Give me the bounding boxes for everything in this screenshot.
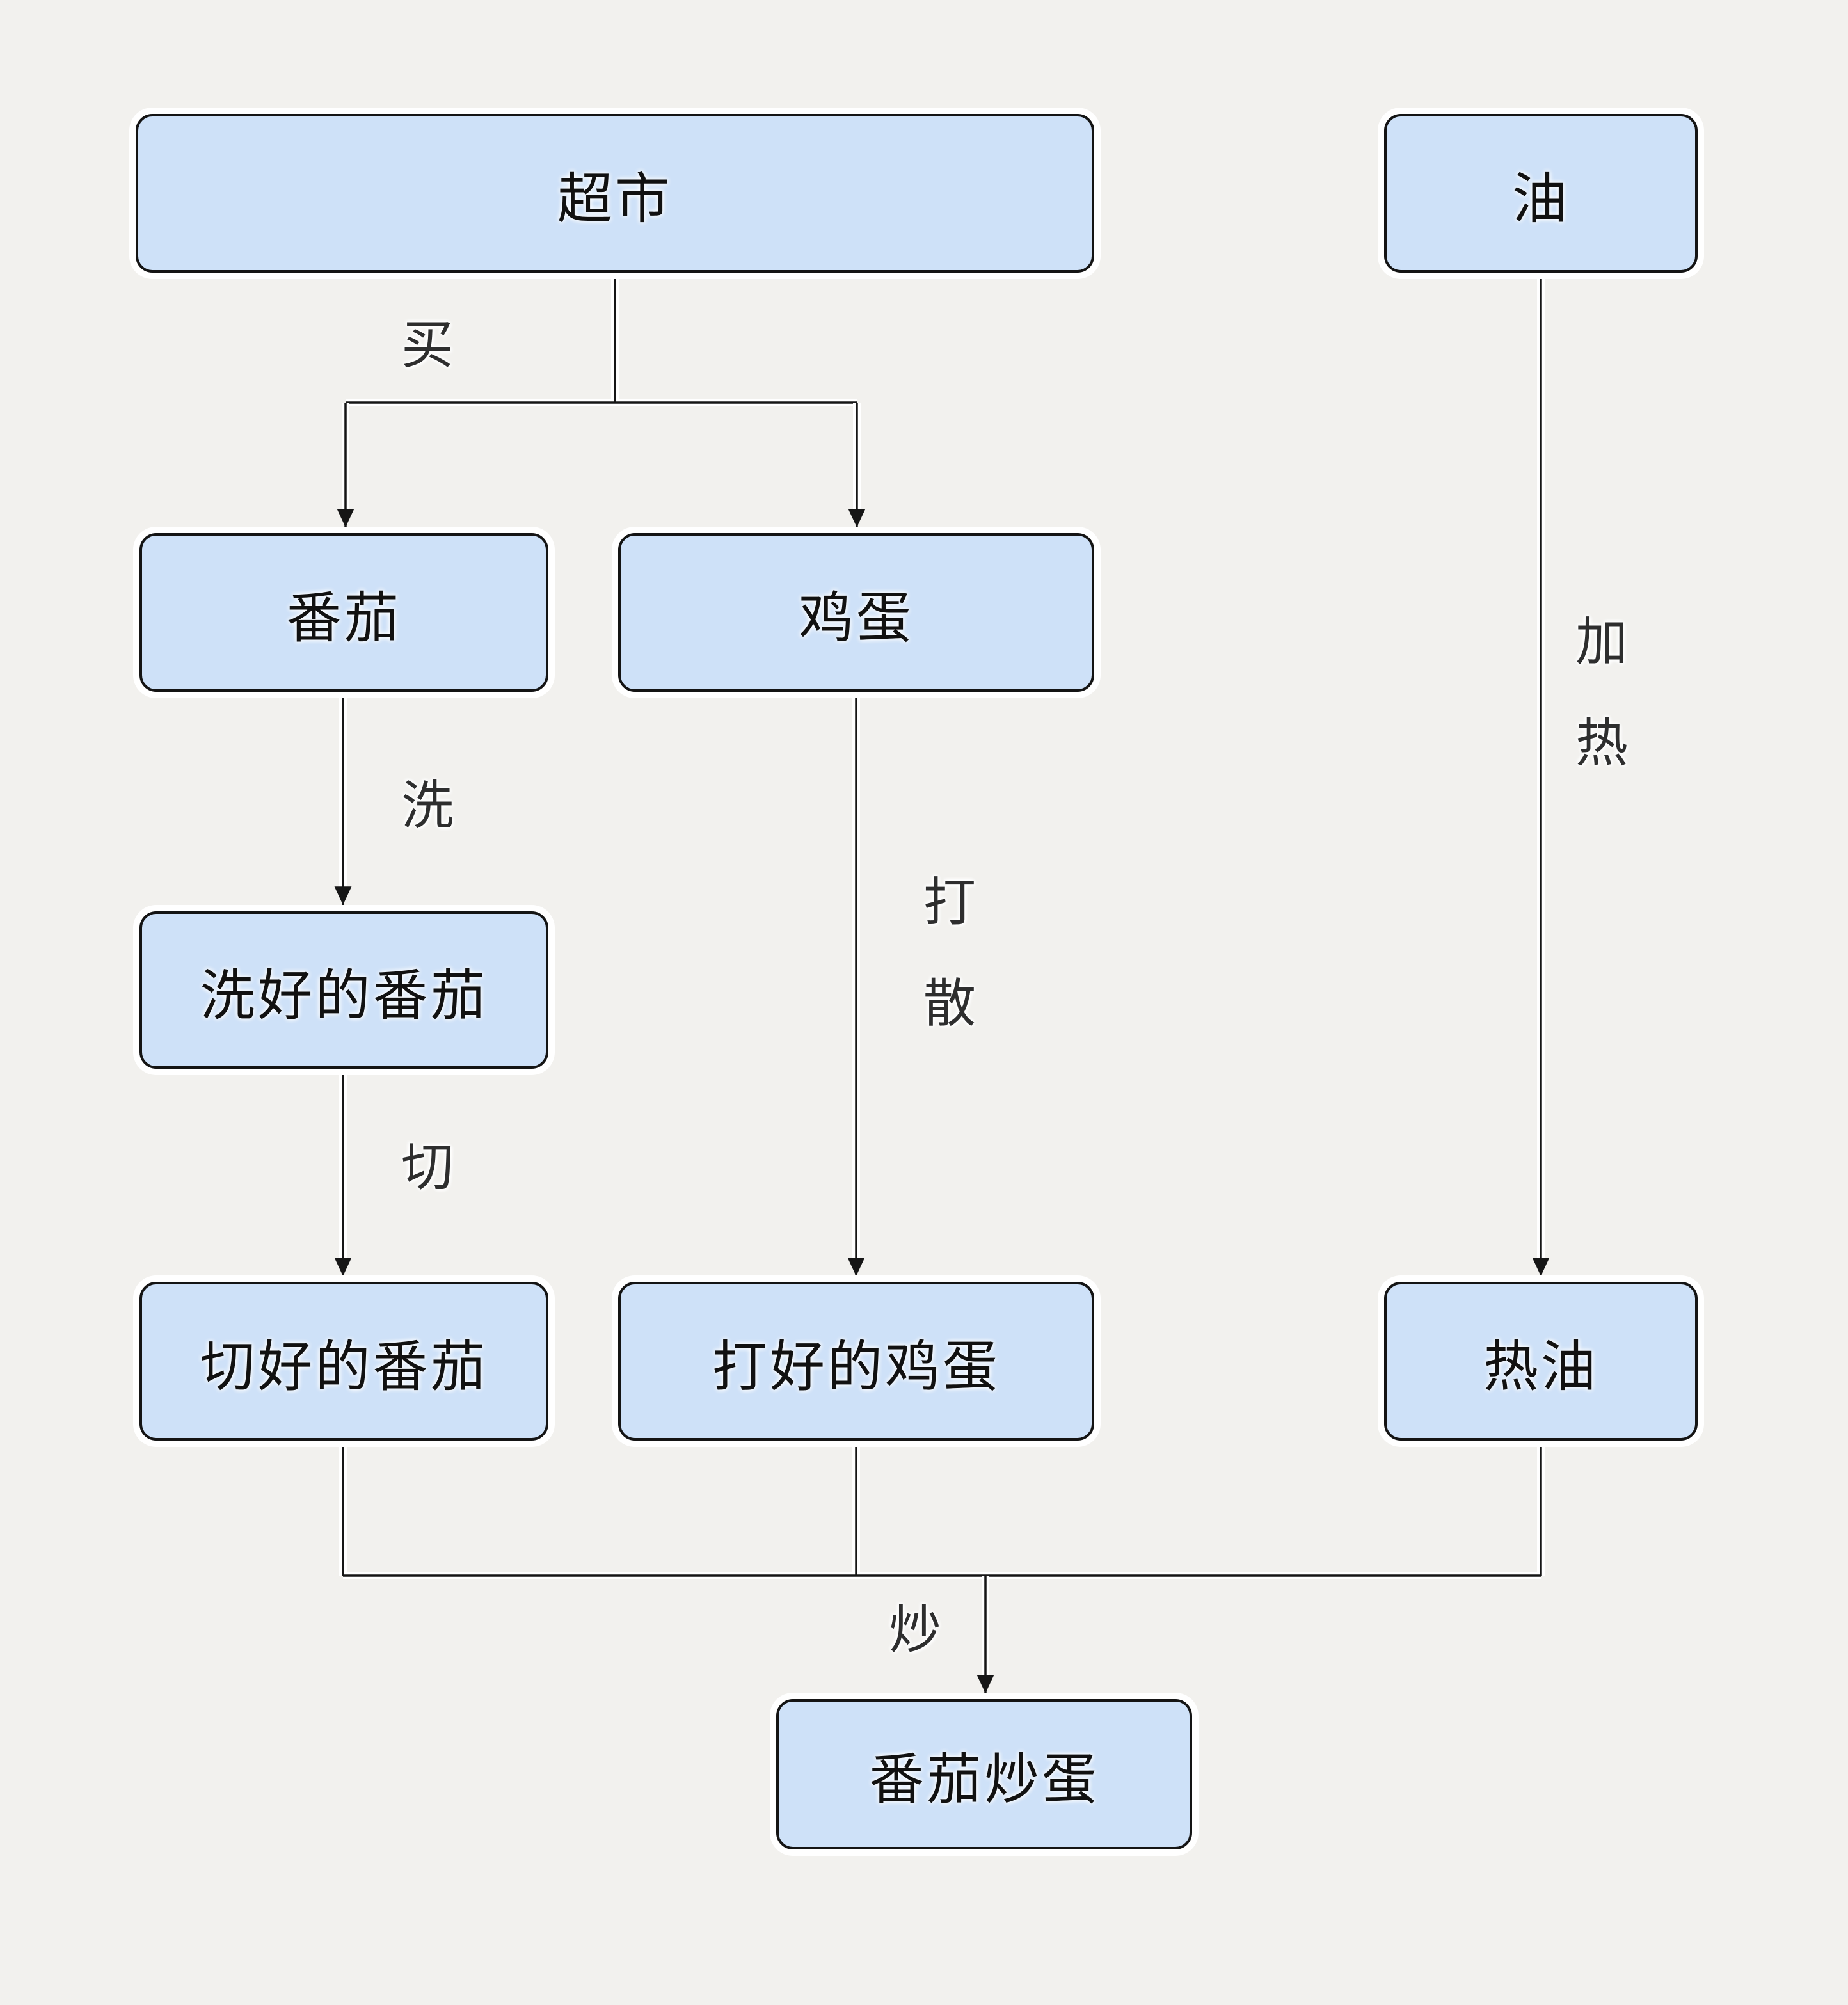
node-hot-oil-label: 热油 [1483,1336,1598,1398]
edge-label-fry: 炒 [888,1601,942,1659]
node-dish-label: 番茄炒蛋 [869,1749,1099,1810]
node-hot-oil: 热油 [1384,1282,1698,1441]
edge-fry-merge-halo [339,1441,1545,1579]
edge-label-heat: 加热 [1575,613,1628,772]
node-egg: 鸡蛋 [618,533,1094,692]
edge-fry-merge [342,1441,1542,1577]
node-cut-tomato-label: 切好的番茄 [200,1336,488,1398]
node-beaten-egg: 打好的鸡蛋 [618,1282,1094,1441]
node-cut-tomato: 切好的番茄 [139,1282,548,1441]
edge-label-buy: 买 [401,316,454,374]
node-supermarket-label: 超市 [557,168,673,230]
edge-label-wash: 洗 [401,777,454,835]
edge-label-beat: 打散 [923,874,976,1033]
node-egg-label: 鸡蛋 [799,587,914,649]
node-washed-tomato: 洗好的番茄 [139,911,548,1069]
node-tomato-label: 番茄 [286,587,402,649]
node-dish: 番茄炒蛋 [776,1699,1192,1849]
node-washed-tomato-label: 洗好的番茄 [200,964,488,1026]
edge-buy-branch [346,273,857,404]
edge-label-cut: 切 [401,1138,454,1197]
node-oil: 油 [1384,114,1698,273]
node-beaten-egg-label: 打好的鸡蛋 [712,1336,1000,1398]
node-tomato: 番茄 [139,533,548,692]
node-supermarket: 超市 [136,114,1094,273]
node-oil-label: 油 [1512,168,1570,230]
